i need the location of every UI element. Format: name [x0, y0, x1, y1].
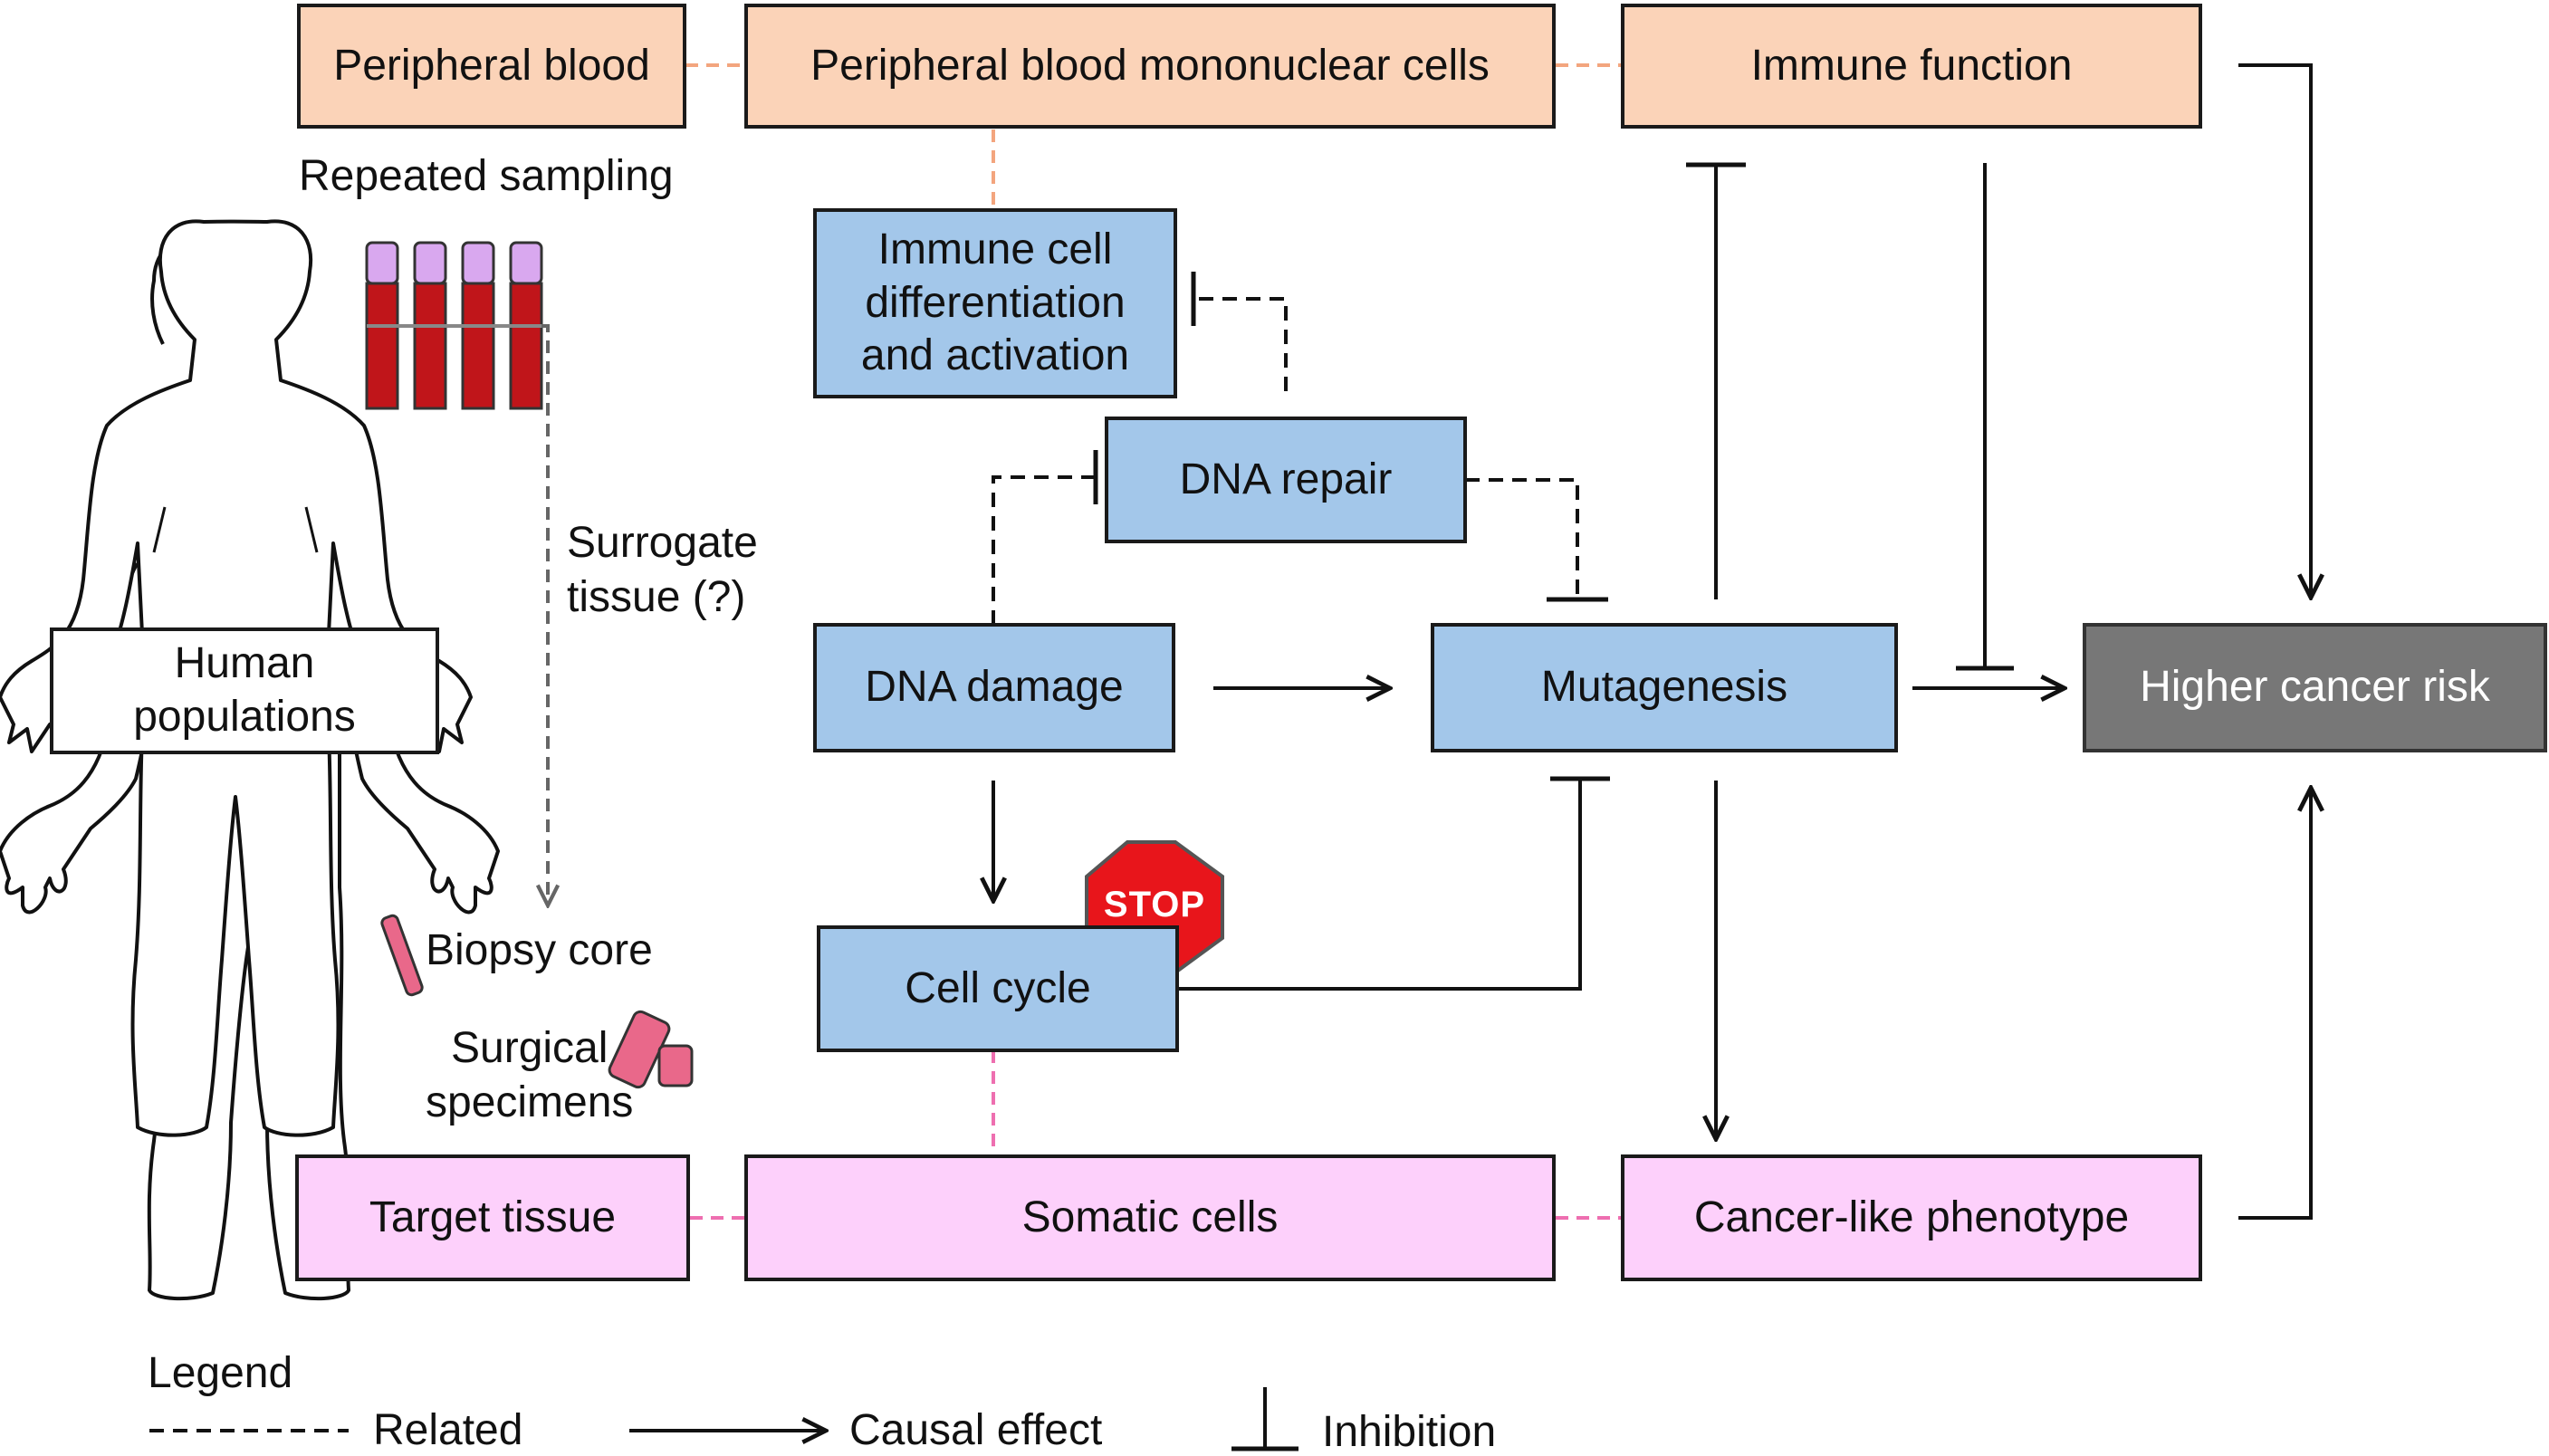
immune-cell-line1: Immune cell: [877, 225, 1113, 274]
biopsy-core-label: Biopsy core: [426, 926, 653, 974]
immune-cell-differentiation-label: Immune cell differentiation and activati…: [817, 224, 1174, 383]
somatic-cells-box: Somatic cells: [744, 1154, 1556, 1281]
surgical-line2: specimens: [426, 1078, 634, 1126]
legend-graphics: [149, 1387, 1298, 1451]
biopsy-core-icon: [380, 914, 424, 997]
human-populations-label: Human populations: [53, 637, 436, 743]
legend-causal-label: Causal effect: [849, 1406, 1103, 1454]
target-tissue-box: Target tissue: [295, 1154, 690, 1281]
surgical-line1: Surgical: [451, 1024, 609, 1072]
human-arm-lines: [152, 506, 319, 553]
human-populations-box: Human populations: [50, 627, 439, 754]
surrogate-line2: tissue (?): [567, 573, 746, 621]
peripheral-blood-box: Peripheral blood: [297, 4, 686, 129]
immune-function-box: Immune function: [1621, 4, 2202, 129]
immune-cell-line2: differentiation: [865, 278, 1126, 327]
surrogate-tissue-arrow: [541, 324, 548, 905]
pbmc-box: Peripheral blood mononuclear cells: [744, 4, 1556, 129]
stop-sign-label: STOP: [1103, 885, 1206, 924]
immune-function-label: Immune function: [1750, 41, 2073, 90]
cell-cycle-label: Cell cycle: [905, 963, 1091, 1012]
pbmc-label: Peripheral blood mononuclear cells: [810, 41, 1490, 90]
cancer-like-phenotype-box: Cancer-like phenotype: [1621, 1154, 2202, 1281]
repeated-sampling-label: Repeated sampling: [299, 152, 674, 200]
mutagenesis-label: Mutagenesis: [1540, 663, 1788, 712]
cancer-like-phenotype-label: Cancer-like phenotype: [1693, 1193, 2130, 1241]
dna-damage-box: DNA damage: [813, 623, 1175, 752]
dna-repair-box: DNA repair: [1105, 417, 1467, 543]
target-tissue-label: Target tissue: [369, 1193, 617, 1241]
legend-related-label: Related: [373, 1406, 523, 1454]
surrogate-line1: Surrogate: [567, 519, 758, 567]
human-line1: Human: [174, 639, 315, 688]
somatic-cells-label: Somatic cells: [1021, 1193, 1279, 1241]
surgical-specimens-icon: [608, 1010, 694, 1089]
higher-cancer-risk-label: Higher cancer risk: [2140, 663, 2490, 712]
solid-inhibition-bars: [1550, 162, 2014, 781]
surrogate-tissue-label: Surrogate tissue (?): [567, 516, 758, 625]
blood-tubes-icon: [365, 241, 543, 410]
dna-damage-label: DNA damage: [865, 663, 1124, 712]
dna-repair-label: DNA repair: [1179, 455, 1393, 503]
immune-cell-line3: and activation: [860, 331, 1130, 380]
higher-cancer-risk-box: Higher cancer risk: [2083, 623, 2547, 752]
legend-title: Legend: [148, 1349, 293, 1397]
immune-cell-differentiation-box: Immune cell differentiation and activati…: [813, 208, 1177, 398]
peripheral-blood-label: Peripheral blood: [333, 41, 650, 90]
legend-inhibition-label: Inhibition: [1322, 1408, 1497, 1456]
solid-inhibitions: [1177, 163, 1987, 991]
related-links-tissue: [690, 1050, 1621, 1220]
human-line2: populations: [133, 693, 356, 741]
dashed-inhibition-bars: [1093, 272, 1608, 602]
related-links-blood: [685, 63, 1621, 208]
surgical-specimens-label: Surgical specimens: [426, 1021, 633, 1130]
causal-arrows: [993, 63, 2311, 1220]
mutagenesis-box: Mutagenesis: [1431, 623, 1898, 752]
dashed-inhibition-links: [992, 297, 1579, 625]
cell-cycle-box: Cell cycle: [817, 925, 1179, 1052]
